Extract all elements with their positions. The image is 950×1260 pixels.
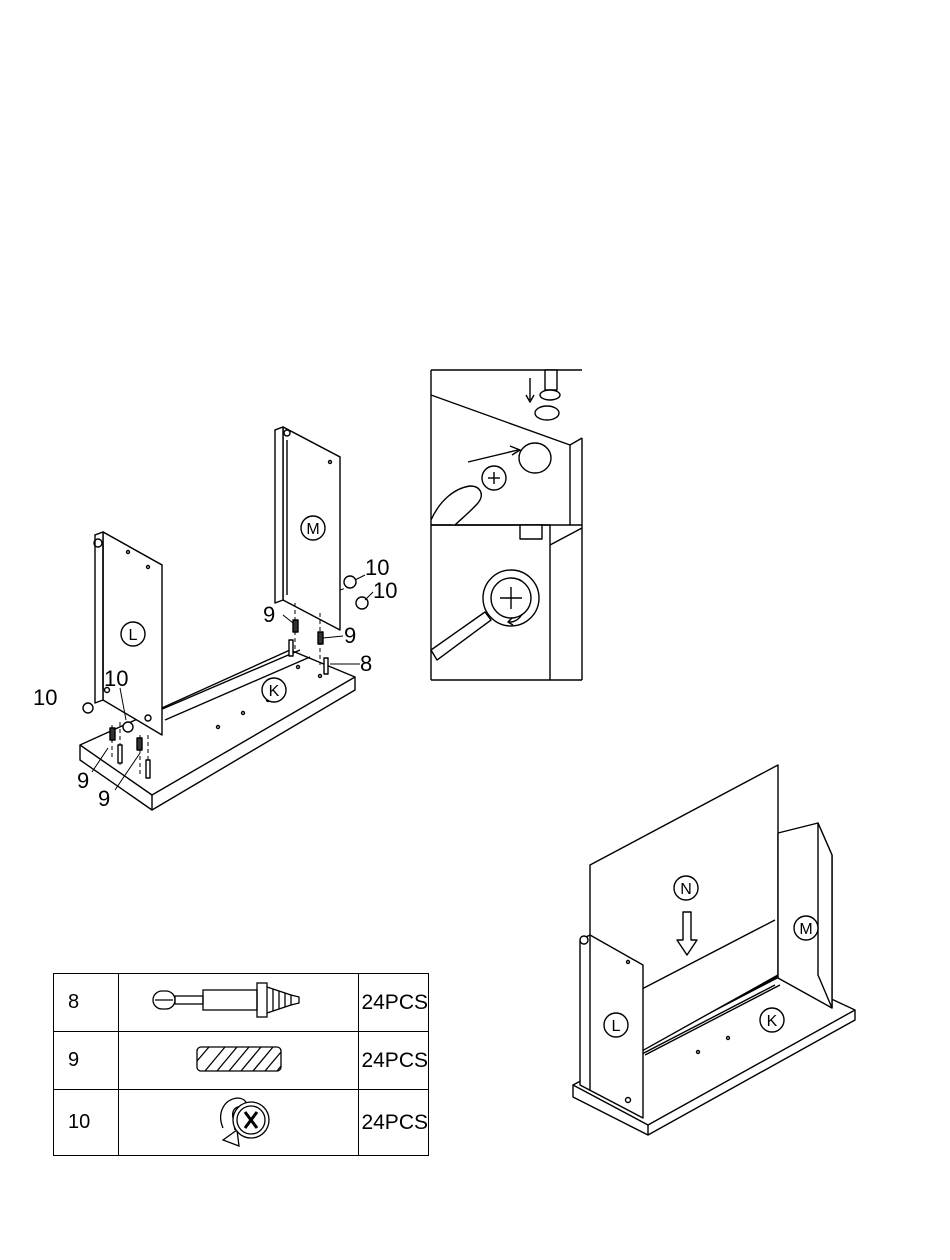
cam-bolt-icon (118, 974, 359, 1032)
part-qty: 24PCS (359, 974, 429, 1032)
part-qty: 24PCS (359, 1032, 429, 1090)
part-number: 10 (54, 1090, 119, 1156)
wood-dowel-icon (118, 1032, 359, 1090)
assembled-view (573, 765, 855, 1135)
callout-10-left: 10 (33, 685, 57, 710)
callout-10-mid: 10 (104, 666, 128, 691)
callout-10-lower: 10 (373, 578, 397, 603)
part-number: 8 (54, 974, 119, 1032)
callout-8: 8 (360, 651, 372, 676)
callout-9-d: 9 (344, 623, 356, 648)
part-qty: 24PCS (359, 1090, 429, 1156)
table-row: 8 24PCS (54, 974, 429, 1032)
exploded-view (80, 427, 373, 810)
screwdriver-icon (431, 612, 491, 660)
panel-n-label: N (680, 881, 692, 898)
part-number: 9 (54, 1032, 119, 1090)
panel-m-label: M (306, 521, 319, 538)
callout-9-b: 9 (98, 786, 110, 811)
panel-k-label: K (269, 683, 280, 700)
table-row: 10 24PCS (54, 1090, 429, 1156)
panel-l-label: L (129, 627, 138, 644)
finger-icon (431, 486, 481, 525)
panel-m-label-2: M (799, 921, 812, 938)
table-row: 9 24PCS (54, 1032, 429, 1090)
cam-lock-detail-inset (431, 370, 582, 680)
callout-10-upper: 10 (365, 555, 389, 580)
cam-lock-icon (118, 1090, 359, 1156)
panel-l-label-2: L (612, 1018, 621, 1035)
panel-k-label-2: K (767, 1013, 778, 1030)
callout-9-a: 9 (77, 768, 89, 793)
callout-9-c: 9 (263, 602, 275, 627)
parts-table: 8 24PCS 9 24PCS 10 (53, 973, 429, 1156)
